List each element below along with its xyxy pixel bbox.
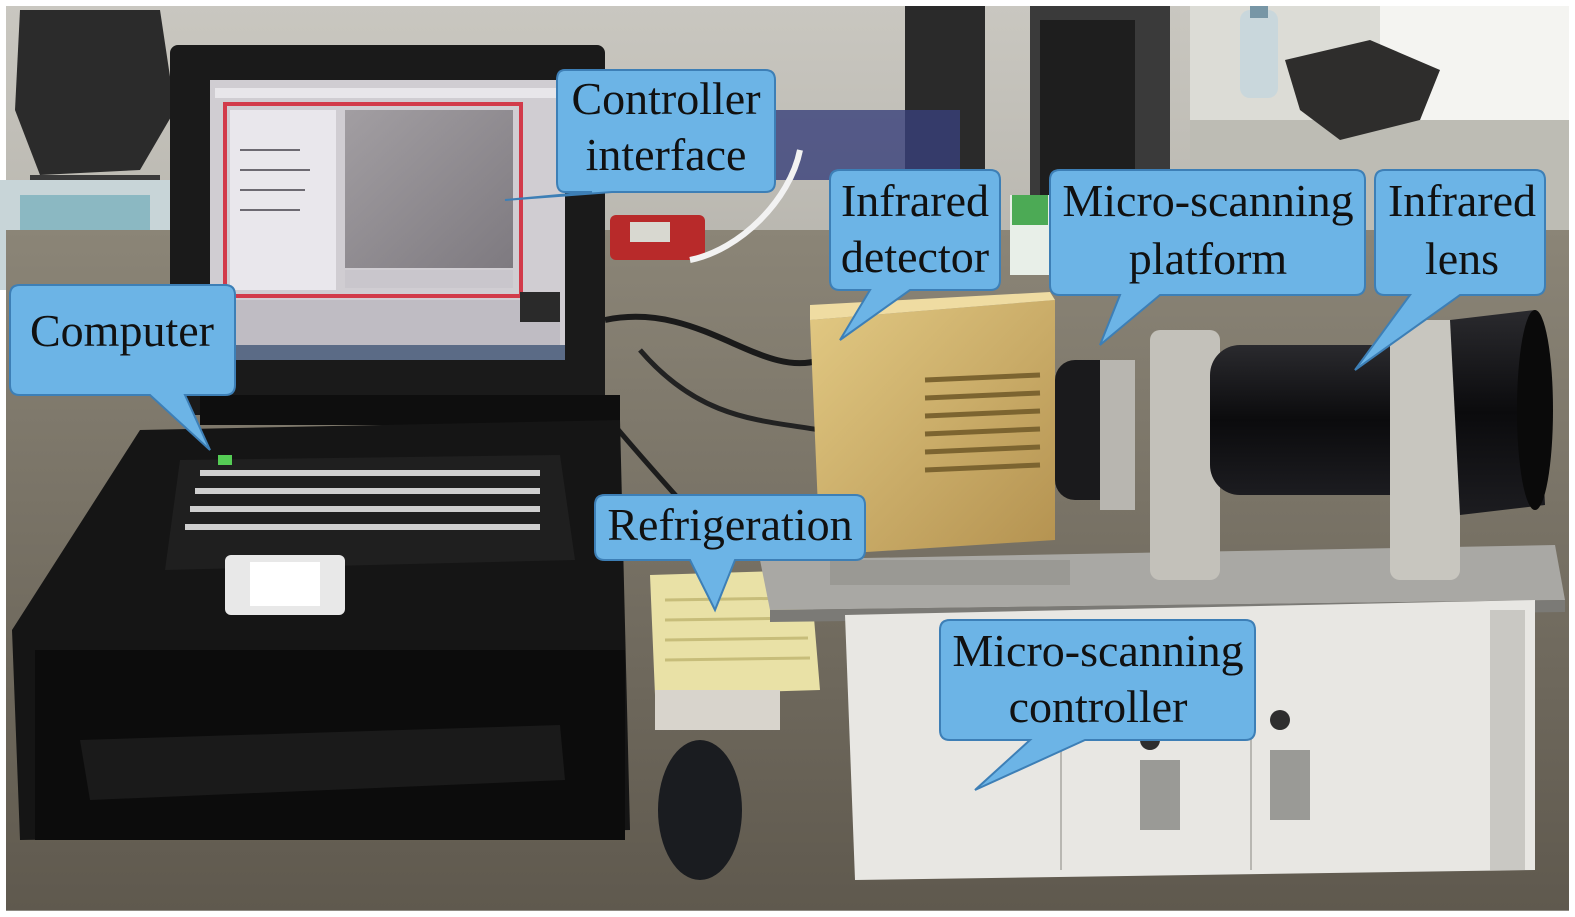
water-bottle [1240, 6, 1278, 98]
callout-infrared-lens-shape [1354, 169, 1546, 371]
callout-refrigeration-shape [594, 494, 866, 613]
callout-computer-line1: Computer [30, 305, 214, 356]
callout-infrared-detector-shape [829, 169, 1001, 341]
laptop-computer [12, 45, 630, 840]
callout-computer: Computer [30, 305, 214, 356]
callout-infrared-detector-line2: detector [841, 231, 989, 282]
callout-controller-interface-line2: interface [586, 129, 747, 180]
callout-controller-interface: Controller interface [571, 73, 760, 180]
callout-computer-shape [9, 284, 236, 451]
callout-controller-interface-line1: Controller [571, 73, 760, 124]
callout-micro-scanning-platform-line1: Micro-scanning [1062, 175, 1353, 226]
callout-infrared-lens-line2: lens [1425, 233, 1499, 284]
callout-micro-scanning-controller: Micro-scanning controller [952, 625, 1243, 732]
callout-micro-scanning-controller-shape [939, 619, 1256, 791]
callout-micro-scanning-platform-shape [1049, 169, 1366, 346]
callout-micro-scanning-platform: Micro-scanning platform [1062, 175, 1353, 284]
callout-infrared-lens: Infrared lens [1388, 175, 1536, 284]
micro-scanning-platform [1055, 360, 1135, 510]
callout-infrared-detector: Infrared detector [841, 175, 989, 282]
callout-controller-interface-shape [504, 69, 776, 201]
callout-infrared-detector-line1: Infrared [841, 175, 989, 226]
callout-refrigeration: Refrigeration [607, 499, 852, 550]
infrared-lens [1150, 310, 1553, 580]
callout-micro-scanning-controller-line2: controller [1009, 681, 1188, 732]
callout-infrared-lens-line1: Infrared [1388, 175, 1536, 226]
callout-micro-scanning-controller-line1: Micro-scanning [952, 625, 1243, 676]
callout-micro-scanning-platform-line2: platform [1129, 233, 1288, 284]
multimeter [610, 215, 705, 260]
callout-refrigeration-line1: Refrigeration [607, 499, 852, 550]
computer-mouse [658, 740, 742, 880]
